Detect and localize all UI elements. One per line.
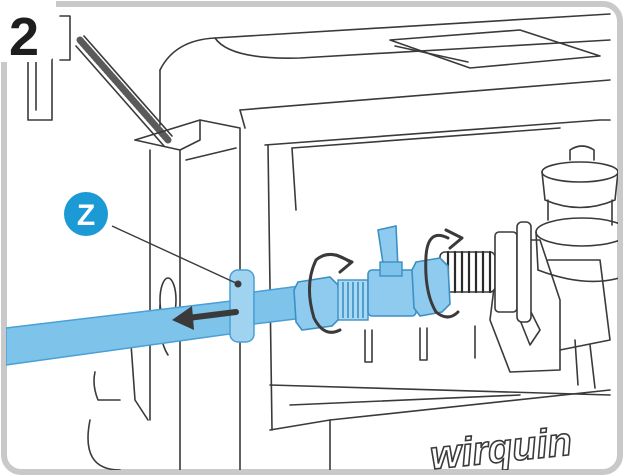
step-badge [0, 0, 56, 62]
hex-nut-left [293, 276, 341, 331]
lid-panel [389, 29, 601, 69]
callout-leader [111, 225, 239, 285]
threaded-fitting [439, 221, 532, 323]
rotate-cw-icon [424, 228, 464, 319]
rotate-ccw-icon [308, 253, 354, 334]
hex-nut-right [411, 257, 451, 317]
float-valve [535, 145, 618, 283]
step-number: 2 [9, 7, 39, 67]
threaded-rod [27, 15, 173, 147]
pipe-assembly [6, 225, 451, 366]
arrow-left-icon [172, 306, 239, 330]
valve-body [367, 269, 417, 317]
callout-anchor [234, 280, 242, 288]
cistern-body [87, 13, 611, 470]
pipe-collar [229, 269, 255, 343]
callout-circle [64, 192, 108, 236]
callout-letter: Z [77, 199, 95, 232]
